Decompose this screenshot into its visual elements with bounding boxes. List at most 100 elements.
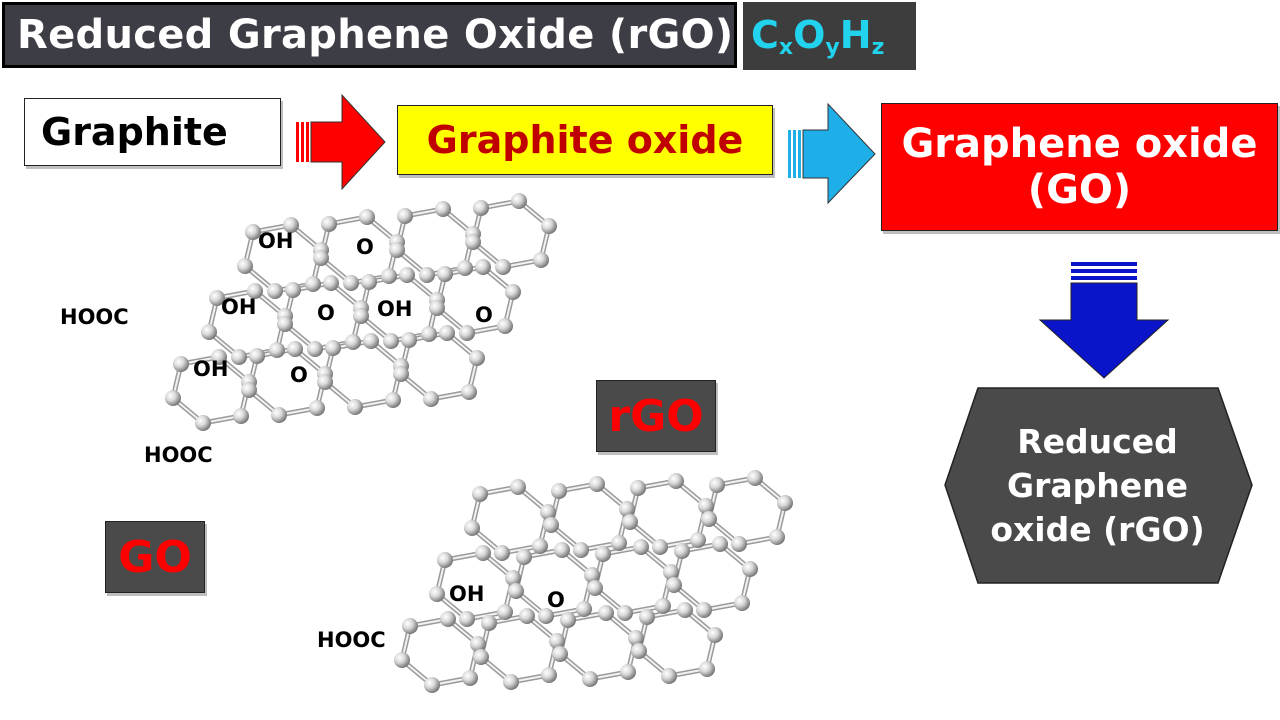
lattice-atom [674, 543, 690, 559]
lattice-atom [363, 333, 379, 349]
lattice-atom [287, 341, 303, 357]
lattice-atom [582, 671, 598, 687]
graphene-oxide-abbrev: (GO) [1027, 167, 1132, 213]
lattice-atom [543, 517, 559, 533]
lattice-atom [241, 382, 257, 398]
lattice-atom [699, 661, 715, 677]
lattice-atom [481, 615, 497, 631]
lattice-atom [440, 611, 456, 627]
page-title: Reduced Graphene Oxide (rGO) [17, 12, 734, 58]
lattice-atom [399, 267, 415, 283]
lattice-atom [666, 577, 682, 593]
rgo-group-o: O [547, 588, 565, 612]
lattice-atom [589, 476, 605, 492]
lattice-atom [709, 477, 725, 493]
lattice-atom [707, 627, 723, 643]
graphite-oxide-label: Graphite oxide [426, 118, 744, 162]
lattice-atom [249, 348, 265, 364]
lattice-atom [209, 290, 225, 306]
lattice-atom [495, 259, 511, 275]
lattice-atom [383, 333, 399, 349]
lattice-atom [423, 391, 439, 407]
lattice-atom [359, 209, 375, 225]
lattice-atom [245, 224, 261, 240]
lattice-atom [317, 374, 333, 390]
lattice-atom [508, 583, 524, 599]
go-group-o-4: O [290, 363, 308, 387]
lattice-atom [554, 542, 570, 558]
lattice-atom [668, 473, 684, 489]
lattice-atom [421, 326, 437, 342]
lattice-atom [285, 282, 301, 298]
lattice-atom [549, 633, 565, 649]
rgo-badge-text: rGO [608, 390, 704, 442]
rgo-octagon: Reduced Graphene oxide (rGO) [945, 388, 1250, 583]
lattice-atom [381, 268, 397, 284]
lattice-atom [655, 598, 671, 614]
rgo-label-line1: Reduced [1017, 421, 1178, 461]
lattice-atom [267, 283, 283, 299]
lattice-atom [541, 667, 557, 683]
lattice-atom [698, 498, 714, 514]
lattice-atom [598, 605, 614, 621]
lattice-atom [307, 341, 323, 357]
lattice-atom [747, 470, 763, 486]
lattice-atom [595, 546, 611, 562]
lattice-atom [353, 308, 369, 324]
red-arrow-icon [296, 93, 386, 191]
lattice-atom [461, 384, 477, 400]
go-group-o-1: O [356, 235, 374, 259]
go-group-o-2: O [317, 301, 335, 325]
lattice-atom [269, 342, 285, 358]
lattice-atom [271, 407, 287, 423]
lattice-atom [630, 480, 646, 496]
lattice-atom [435, 201, 451, 217]
lattice-atom [497, 318, 513, 334]
rgo-group-oh: OH [449, 582, 485, 606]
lattice-atom [424, 677, 440, 693]
lattice-atom [309, 400, 325, 416]
lattice-atom [393, 366, 409, 382]
lattice-atom [462, 670, 478, 686]
lattice-atom [551, 483, 567, 499]
lattice-atom [473, 200, 489, 216]
go-badge: GO [105, 521, 205, 593]
rgo-badge: rGO [596, 380, 716, 452]
lattice-atom [552, 646, 568, 662]
lattice-atom [361, 274, 377, 290]
lattice-atom [661, 668, 677, 684]
lattice-atom [505, 284, 521, 300]
lattice-atom [475, 259, 491, 275]
lattice-atom [533, 252, 549, 268]
go-group-oh-1: OH [258, 229, 294, 253]
go-badge-text: GO [118, 531, 192, 583]
lattice-atom [742, 561, 758, 577]
title-banner: Reduced Graphene Oxide (rGO) [2, 2, 737, 68]
lattice-atom [345, 334, 361, 350]
lattice-atom [397, 208, 413, 224]
lattice-atom [233, 408, 249, 424]
lattice-atom [619, 501, 635, 517]
lattice-atom [459, 611, 475, 627]
lattice-atom [663, 564, 679, 580]
lattice-atom [584, 567, 600, 583]
formula-banner: CxOyHz [743, 2, 916, 70]
lattice-atom [347, 399, 363, 415]
lattice-atom [628, 630, 644, 646]
rgo-octagon-shape [944, 387, 1253, 584]
lattice-atom [211, 349, 227, 365]
lattice-atom [465, 234, 481, 250]
lattice-atom [277, 316, 293, 332]
lattice-atom [237, 258, 253, 274]
lattice-atom [389, 242, 405, 258]
lattice-atom [519, 608, 535, 624]
lattice-atom [173, 356, 189, 372]
lattice-atom [734, 595, 750, 611]
lattice-atom [573, 542, 589, 558]
go-group-oh-3: OH [377, 297, 413, 321]
lattice-atom [394, 652, 410, 668]
lattice-atom [475, 545, 491, 561]
lattice-atom [639, 609, 655, 625]
lattice-atom [325, 340, 341, 356]
